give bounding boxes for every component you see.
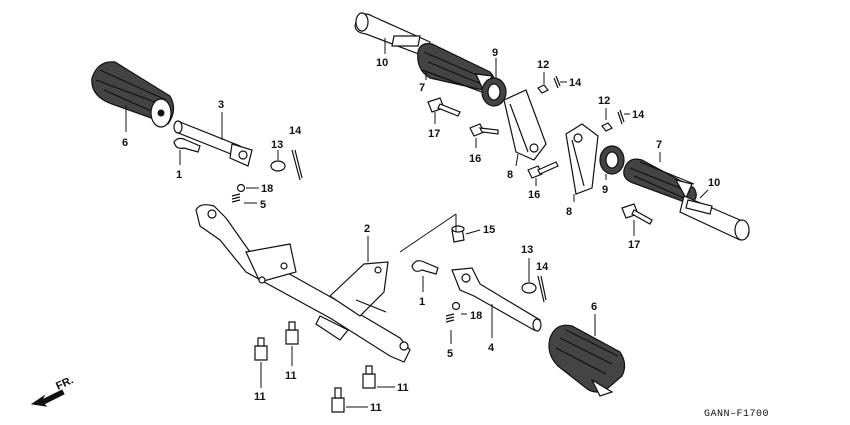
label-7a: 7 xyxy=(419,82,425,94)
spring-left xyxy=(231,193,241,203)
label-5b: 5 xyxy=(447,348,453,360)
direction-label: FR. xyxy=(54,374,75,392)
label-10b: 10 xyxy=(708,177,720,189)
label-13a: 13 xyxy=(271,139,283,151)
label-14c: 14 xyxy=(569,77,582,89)
pillion-bolt-17-right xyxy=(621,203,653,225)
label-12a: 12 xyxy=(537,59,549,71)
pillion-bolt-16-right xyxy=(527,161,559,179)
label-9a: 9 xyxy=(492,47,498,59)
label-14b: 14 xyxy=(536,261,549,273)
nut-12-right xyxy=(601,122,613,132)
front-direction-arrow xyxy=(30,389,65,407)
pillion-bolt-16-left xyxy=(469,123,499,137)
cotter-pin-right xyxy=(537,275,545,303)
washer-13-left xyxy=(270,160,286,172)
label-17b: 17 xyxy=(628,239,640,251)
label-1b: 1 xyxy=(419,296,425,308)
cotter-pin-14c xyxy=(553,75,561,89)
label-4: 4 xyxy=(488,342,495,354)
label-9b: 9 xyxy=(602,184,608,196)
detent-ball-right xyxy=(451,301,461,311)
bolt-11-group xyxy=(254,321,376,413)
nut-15 xyxy=(451,225,465,243)
label-16b: 16 xyxy=(528,189,540,201)
diagram-code: GANN–F1700 xyxy=(704,409,769,420)
left-footpeg-rubber xyxy=(91,61,175,128)
pillion-bracket-left xyxy=(503,89,547,161)
label-8a: 8 xyxy=(507,169,513,181)
label-15: 15 xyxy=(483,224,495,236)
cotter-pin-14d xyxy=(617,109,625,125)
footpeg-pin-left xyxy=(173,120,253,167)
label-14a: 14 xyxy=(289,125,302,137)
pivot-bolt-left xyxy=(173,137,201,153)
pillion-peg-shaft-right xyxy=(679,195,750,241)
label-18b: 18 xyxy=(470,310,482,322)
label-1a: 1 xyxy=(176,169,182,181)
pivot-bolt-right xyxy=(411,260,439,275)
label-14d: 14 xyxy=(632,109,645,121)
pillion-bolt-17-left xyxy=(427,97,461,117)
label-2: 2 xyxy=(364,223,370,235)
label-3: 3 xyxy=(218,99,224,111)
label-11a: 11 xyxy=(254,391,266,403)
label-8b: 8 xyxy=(566,206,572,218)
cotter-pin-left xyxy=(291,149,301,181)
label-5a: 5 xyxy=(260,199,266,211)
nut-12-left xyxy=(537,84,549,94)
pillion-rubber-right xyxy=(623,158,697,205)
label-6b: 6 xyxy=(591,301,597,313)
footpeg-pin-right xyxy=(451,267,542,332)
label-18a: 18 xyxy=(261,183,273,195)
step-bar-frame xyxy=(195,204,411,363)
label-16a: 16 xyxy=(469,153,481,165)
right-footpeg-rubber xyxy=(548,324,626,397)
pillion-bracket-right xyxy=(565,123,599,195)
label-7b: 7 xyxy=(656,139,662,151)
label-10a: 10 xyxy=(376,57,388,69)
label-17a: 17 xyxy=(428,128,440,140)
label-12b: 12 xyxy=(598,95,610,107)
label-13b: 13 xyxy=(521,244,533,256)
label-6a: 6 xyxy=(122,137,128,149)
label-11c: 11 xyxy=(397,382,409,394)
label-11b: 11 xyxy=(285,370,297,382)
label-11d: 11 xyxy=(370,402,382,414)
washer-13-right xyxy=(521,282,537,294)
detent-ball-left xyxy=(236,183,246,193)
spring-right xyxy=(445,313,455,323)
